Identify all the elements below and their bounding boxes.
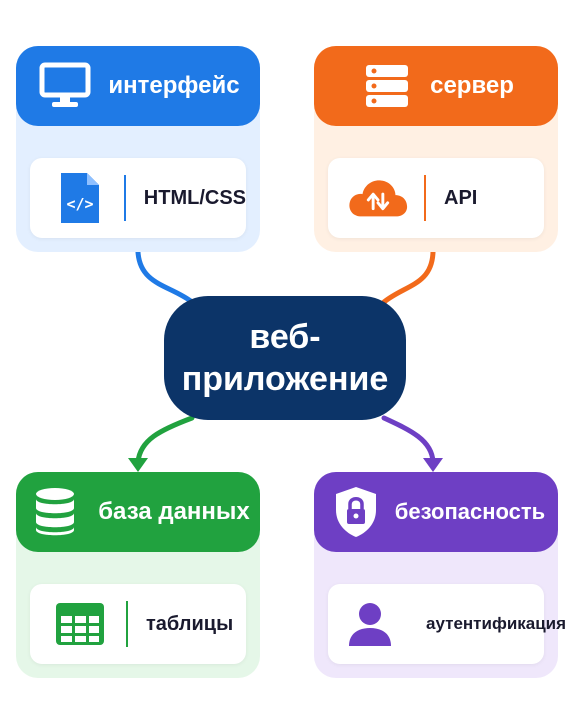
connector-server	[381, 249, 436, 305]
table-grid-icon	[48, 601, 112, 647]
separator	[123, 175, 126, 221]
code-file-icon: </>	[48, 171, 110, 225]
node-database: база данных таблицы	[16, 472, 260, 678]
node-database-item: таблицы	[30, 584, 246, 664]
node-security-header: безопасность	[314, 472, 558, 552]
node-server-item: API	[328, 158, 544, 238]
cloud-sync-icon	[346, 175, 410, 221]
svg-text:</>: </>	[66, 195, 93, 213]
node-security: безопасность аутентификация	[314, 472, 566, 678]
node-database-title: база данных	[98, 498, 250, 525]
separator	[424, 175, 426, 221]
center-node-web-app: веб- приложение	[164, 296, 406, 420]
center-title-line1: веб-	[249, 318, 321, 356]
node-server-header: сервер	[314, 46, 558, 126]
node-security-title: безопасность	[394, 499, 546, 524]
node-interface: интерфейс </> HTML/CSS	[16, 46, 260, 252]
shield-lock-icon	[327, 483, 385, 541]
node-security-item: аутентификация	[328, 584, 566, 664]
monitor-icon	[36, 57, 94, 115]
node-security-item-label: аутентификация	[426, 614, 567, 633]
node-server: сервер API	[314, 46, 558, 252]
node-database-header: база данных	[16, 472, 260, 552]
node-interface-title: интерфейс	[108, 72, 240, 99]
node-interface-header: интерфейс	[16, 46, 260, 126]
node-database-item-label: таблицы	[146, 612, 234, 635]
user-icon	[346, 600, 394, 648]
center-title-line2: приложение	[181, 360, 389, 398]
connector-database	[135, 415, 195, 465]
node-interface-item-label: HTML/CSS	[143, 186, 246, 209]
node-server-title: сервер	[430, 72, 514, 99]
connector-security	[381, 415, 436, 465]
database-icon	[26, 483, 84, 541]
server-icon	[358, 57, 416, 115]
node-server-item-label: API	[444, 186, 478, 209]
separator	[126, 601, 128, 647]
connector-interface	[135, 249, 195, 305]
node-interface-item: </> HTML/CSS	[30, 158, 246, 238]
